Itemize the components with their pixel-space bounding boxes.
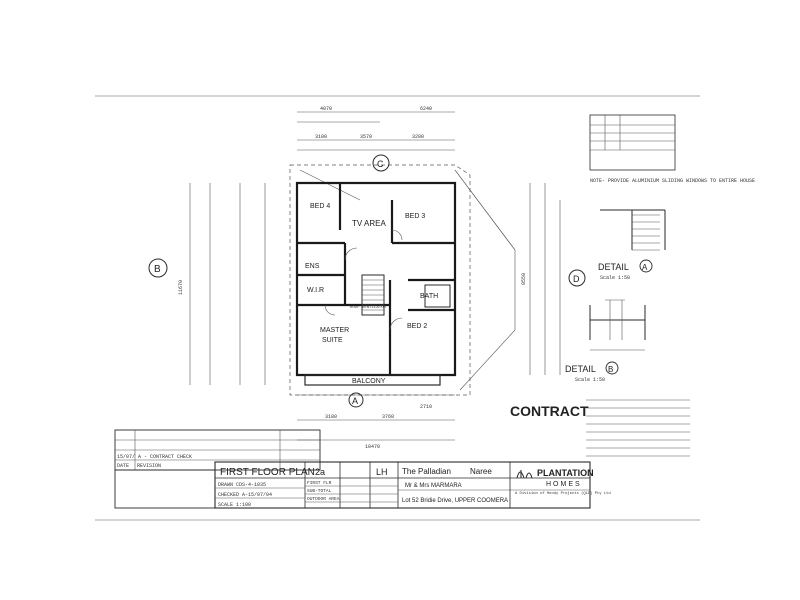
detail-b-title: DETAIL (565, 364, 596, 374)
client-name: Mr & Mrs MARMARA (405, 483, 462, 489)
dim-bottom-c: 2710 (420, 404, 432, 410)
dim-left-total: 11670 (178, 280, 184, 295)
room-bed4: BED 4 (310, 203, 330, 210)
scale-label: SCALE 1:100 (218, 502, 251, 508)
roof-hip-right (454, 169, 516, 391)
dim-bottom-b: 3760 (382, 414, 394, 420)
brand-sub: HOMES (546, 481, 582, 488)
area-outdoor: OUTDOOR AREA (307, 496, 340, 502)
section-marker-b: B (148, 258, 168, 278)
drawing-title: FIRST FLOOR PLAN (220, 467, 315, 478)
outer-walls (295, 181, 457, 377)
section-marker-d: D (568, 269, 586, 287)
detail-a-scale: Scale 1:50 (600, 275, 630, 281)
brand-tagline: A Division of Hendy Projects (QLD) Pty L… (515, 491, 611, 496)
svg-text:B: B (154, 264, 161, 275)
room-wir: W.I.R (307, 287, 324, 294)
facade-name: Naree (470, 467, 492, 476)
section-marker-a-top: A (348, 392, 364, 408)
room-bed2: BED 2 (407, 323, 427, 330)
svg-text:A: A (642, 263, 648, 272)
house-name: The Palladian (402, 467, 451, 476)
plantation-logo-icon (516, 470, 533, 479)
contract-stamp: CONTRACT (510, 403, 589, 419)
room-balcony: BALCONY (352, 378, 386, 385)
room-ens: ENS (305, 263, 320, 270)
sheet-number: 2a (315, 467, 325, 477)
title-block: 15/07/ A - CONTRACT CHECK DATE REVISION … (114, 429, 611, 509)
dim-top-total: 6240 (420, 106, 432, 112)
hand-label: LH (376, 467, 388, 477)
detail-b-scale: Scale 1:50 (575, 377, 605, 383)
dim-top-b: 3570 (360, 134, 372, 140)
window-schedule (589, 114, 676, 171)
dim-top-left: 4070 (320, 106, 332, 112)
stair (361, 274, 385, 316)
detail-a-marker: A (639, 259, 653, 273)
svg-text:D: D (573, 274, 580, 284)
detail-b-marker: B (605, 361, 619, 375)
svg-text:C: C (377, 159, 384, 169)
area-sub-total: SUB-TOTAL (307, 488, 332, 494)
svg-text:A: A (352, 396, 358, 406)
room-master: MASTER (320, 327, 349, 334)
dim-bottom-total: 10470 (365, 444, 380, 450)
room-bath: BATH (420, 293, 438, 300)
brand-name: PLANTATION (537, 468, 594, 478)
balcony-outline (304, 374, 441, 386)
drawn-by: DRAWN CDS-4-1035 (218, 482, 266, 488)
dim-top-c: 3200 (412, 134, 424, 140)
sliding-window-note: NOTE- PROVIDE ALUMINIUM SLIDING WINDOWS … (590, 178, 755, 184)
room-bed3: BED 3 (405, 213, 425, 220)
site-address: Lot 52 Bridie Drive, UPPER COOMERA (402, 498, 508, 504)
dim-bottom-a: 3180 (325, 414, 337, 420)
detail-a-drawing (600, 209, 666, 251)
area-first-floor: FIRST FLR (307, 480, 332, 486)
room-suite: SUITE (322, 337, 343, 344)
revision-date-label: DATE (117, 463, 129, 469)
dim-right-total: 9550 (521, 273, 527, 285)
checked-by: CHECKED A-15/07/04 (218, 492, 272, 498)
svg-text:B: B (608, 365, 613, 374)
detail-b-drawing (589, 299, 646, 351)
bath-tub (424, 284, 451, 308)
general-notes (586, 399, 690, 457)
revision-line: 15/07/ A - CONTRACT CHECK (117, 454, 192, 460)
section-marker-c: C (372, 154, 390, 172)
room-tv-area: TV AREA (352, 219, 386, 228)
floor-plan: BED 4 TV AREA BED 3 ENS W.I.R BATH MASTE… (148, 106, 586, 450)
dim-top-a: 3100 (315, 134, 327, 140)
detail-a-title: DETAIL (598, 262, 629, 272)
revision-label: REVISION (137, 463, 161, 469)
roof-vent-note: ROOF VENTILATOR (350, 306, 387, 310)
